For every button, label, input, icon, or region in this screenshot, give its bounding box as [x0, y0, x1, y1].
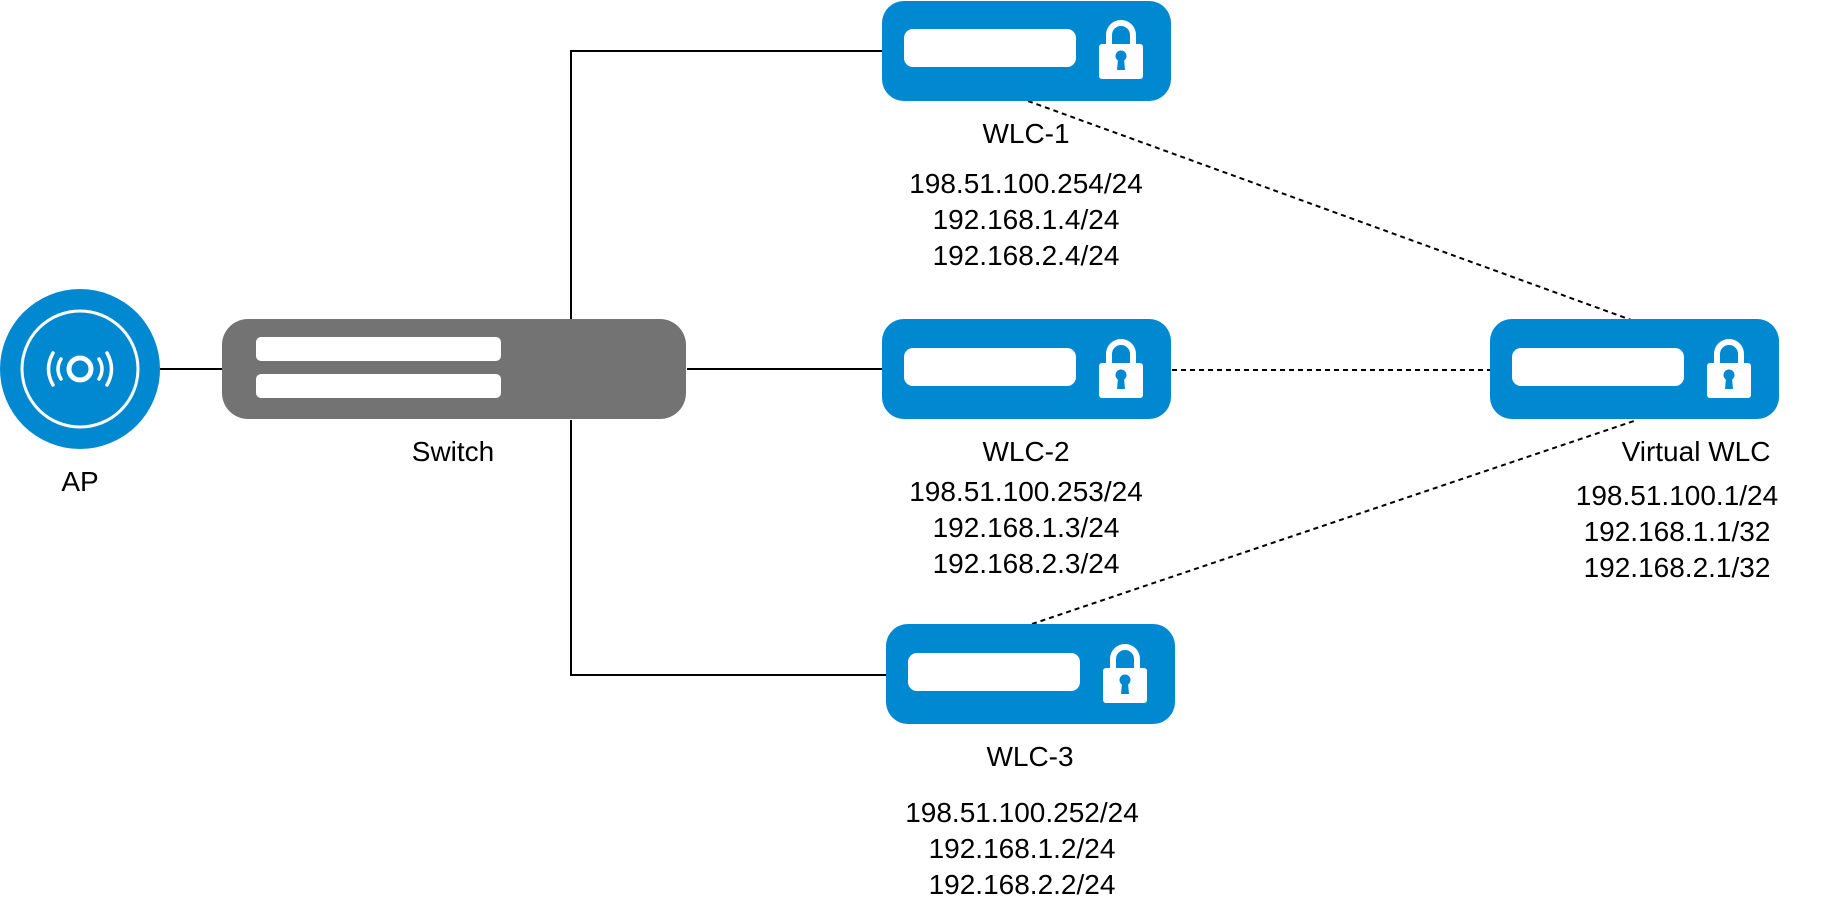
wlc-3-slot	[908, 653, 1080, 691]
wlc-2-node[interactable]: WLC-2 198.51.100.253/24 192.168.1.3/24 1…	[882, 319, 1171, 579]
ap-label: AP	[61, 466, 98, 497]
wlc-2-ip-3: 192.168.2.3/24	[933, 548, 1120, 579]
lock-icon	[1707, 339, 1751, 398]
ap-node[interactable]: AP	[0, 289, 160, 497]
wlc-1-node[interactable]: WLC-1 198.51.100.254/24 192.168.1.4/24 1…	[882, 1, 1171, 271]
link-wlc3-vwlc	[1031, 420, 1635, 625]
wlc-1-slot	[904, 29, 1076, 67]
wlc-2-ip-1: 198.51.100.253/24	[909, 476, 1143, 507]
link-switch-wlc1	[570, 50, 882, 320]
lock-icon	[1099, 339, 1143, 398]
lock-icon	[1099, 20, 1143, 79]
wlc-3-ip-2: 192.168.1.2/24	[929, 833, 1116, 864]
wireless-access-point-icon	[0, 289, 160, 449]
switch-node[interactable]: Switch	[222, 319, 686, 467]
wlc-2-label: WLC-2	[982, 436, 1069, 467]
wlc-1-ip-3: 192.168.2.4/24	[933, 240, 1120, 271]
wlc-3-label: WLC-3	[986, 741, 1073, 772]
virtual-wlc-ip-3: 192.168.2.1/32	[1584, 552, 1771, 583]
wlc-1-label: WLC-1	[982, 118, 1069, 149]
virtual-wlc-slot	[1512, 348, 1684, 386]
wlc-1-ip-1: 198.51.100.254/24	[909, 168, 1143, 199]
network-switch-icon	[222, 319, 686, 419]
wlc-3-ip-3: 192.168.2.2/24	[929, 869, 1116, 900]
lock-icon	[1103, 644, 1147, 703]
wlc-2-slot	[904, 348, 1076, 386]
virtual-wlc-ip-2: 192.168.1.1/32	[1584, 516, 1771, 547]
virtual-wlc-label: Virtual WLC	[1622, 436, 1771, 467]
switch-label: Switch	[412, 436, 494, 467]
wlc-3-ip-1: 198.51.100.252/24	[905, 797, 1139, 828]
wlc-3-node[interactable]: WLC-3 198.51.100.252/24 192.168.1.2/24 1…	[886, 624, 1175, 900]
virtual-wlc-node[interactable]: Virtual WLC 198.51.100.1/24 192.168.1.1/…	[1490, 319, 1779, 583]
virtual-wlc-ip-1: 198.51.100.1/24	[1576, 480, 1778, 511]
link-switch-wlc3	[570, 420, 886, 676]
wlc-2-ip-2: 192.168.1.3/24	[933, 512, 1120, 543]
links	[160, 50, 1635, 676]
wlc-1-ip-2: 192.168.1.4/24	[933, 204, 1120, 235]
